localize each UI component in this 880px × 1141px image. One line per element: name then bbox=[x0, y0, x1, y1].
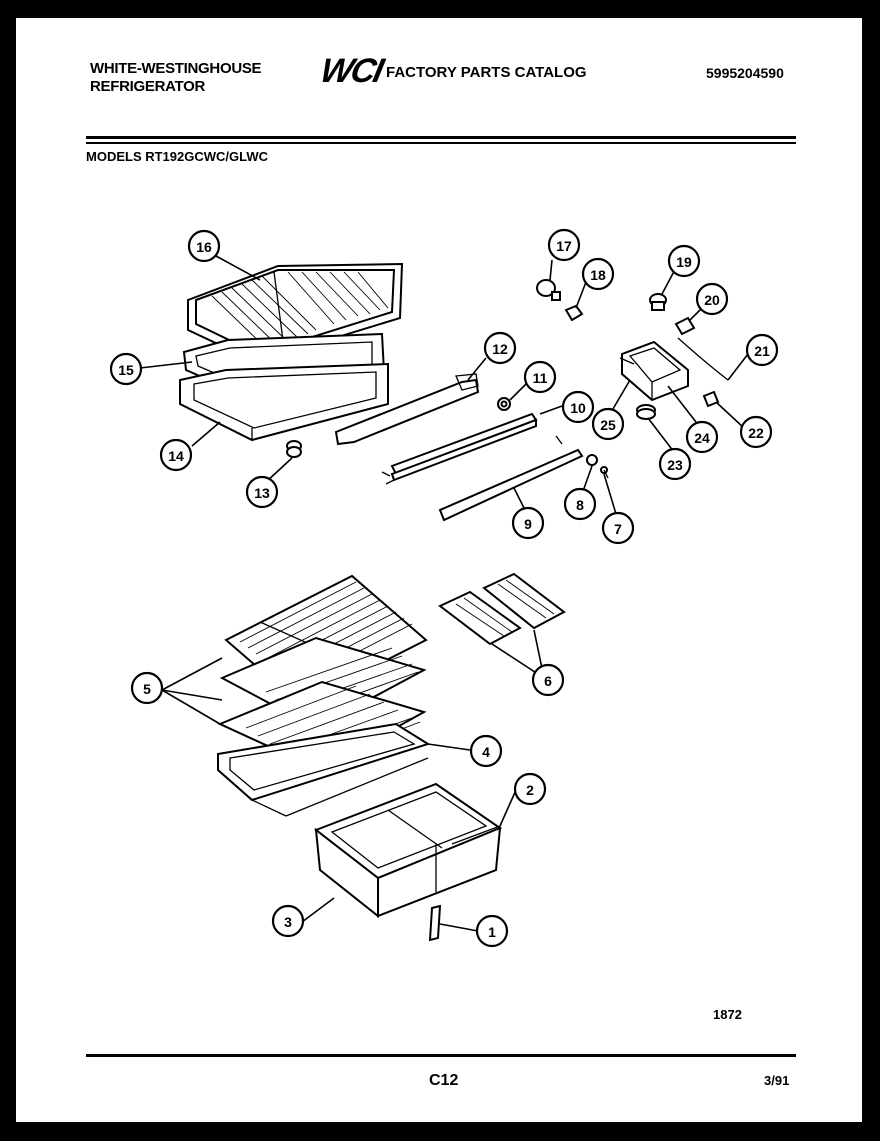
shelf-rail-9 bbox=[438, 435, 584, 522]
svg-text:18: 18 bbox=[590, 267, 606, 283]
svg-text:16: 16 bbox=[196, 239, 212, 255]
crisper-cover-frame-4 bbox=[217, 722, 431, 817]
catalog-title: FACTORY PARTS CATALOG bbox=[386, 64, 587, 81]
callout-8: 8 bbox=[563, 487, 597, 521]
knob-11 bbox=[497, 397, 511, 411]
svg-text:6: 6 bbox=[544, 673, 552, 689]
callout-23: 23 bbox=[658, 447, 692, 481]
svg-text:9: 9 bbox=[524, 516, 532, 532]
switch-20 bbox=[674, 316, 696, 336]
svg-text:19: 19 bbox=[676, 254, 692, 270]
callout-18: 18 bbox=[581, 257, 615, 291]
lamp-17 bbox=[536, 279, 561, 301]
callout-3: 3 bbox=[271, 904, 305, 938]
callout-22: 22 bbox=[739, 415, 773, 449]
callout-9: 9 bbox=[511, 506, 545, 540]
freezer-shelf-16 bbox=[187, 262, 404, 364]
callout-17: 17 bbox=[547, 228, 581, 262]
bracket-25 bbox=[619, 357, 635, 365]
exploded-parts-diagram: 16 15 14 13 12 11 10 9 8 7 17 18 19 20 2… bbox=[109, 228, 779, 948]
clip-22 bbox=[702, 390, 720, 408]
revision-date: 3/91 bbox=[764, 1073, 790, 1088]
knob-23 bbox=[636, 404, 656, 420]
control-knob-19 bbox=[649, 293, 667, 311]
ice-tray-6-right bbox=[482, 572, 566, 630]
callout-15: 15 bbox=[109, 352, 143, 386]
svg-text:12: 12 bbox=[492, 341, 508, 357]
svg-text:15: 15 bbox=[118, 362, 134, 378]
footer-rule bbox=[86, 1054, 796, 1057]
header-rule-bottom bbox=[86, 142, 796, 144]
leader-lines bbox=[139, 255, 749, 932]
svg-text:2: 2 bbox=[526, 782, 534, 798]
svg-text:13: 13 bbox=[254, 485, 270, 501]
svg-text:8: 8 bbox=[576, 497, 584, 513]
appliance-type: REFRIGERATOR bbox=[90, 78, 206, 95]
screw-7 bbox=[600, 466, 609, 479]
lamp-socket-18 bbox=[564, 304, 584, 322]
bumper-13 bbox=[286, 440, 302, 458]
svg-text:1: 1 bbox=[488, 924, 496, 940]
catalog-number: 5995204590 bbox=[706, 65, 784, 81]
callout-10: 10 bbox=[561, 390, 595, 424]
svg-text:10: 10 bbox=[570, 400, 586, 416]
callout-1: 1 bbox=[475, 914, 509, 948]
callout-6: 6 bbox=[531, 663, 565, 697]
callout-16: 16 bbox=[187, 229, 221, 263]
svg-text:20: 20 bbox=[704, 292, 720, 308]
wire-21 bbox=[677, 337, 729, 381]
callout-24: 24 bbox=[685, 420, 719, 454]
shelf-rail-10 bbox=[381, 412, 538, 485]
models-label: MODELS RT192GCWC/GLWC bbox=[86, 149, 269, 164]
svg-text:3: 3 bbox=[284, 914, 292, 930]
callout-2: 2 bbox=[513, 772, 547, 806]
glide-1 bbox=[428, 904, 442, 942]
svg-text:11: 11 bbox=[533, 370, 548, 386]
page-code: C12 bbox=[429, 1072, 459, 1089]
callout-5: 5 bbox=[130, 671, 164, 705]
callout-19: 19 bbox=[667, 244, 701, 278]
nut-8 bbox=[586, 454, 598, 466]
callout-25: 25 bbox=[591, 407, 625, 441]
shelf-bracket-12 bbox=[334, 373, 480, 446]
crisper-divider-2 bbox=[451, 825, 501, 845]
svg-text:5: 5 bbox=[143, 681, 151, 697]
svg-text:21: 21 bbox=[754, 343, 770, 359]
parts-catalog-page: WHITE-WESTINGHOUSE REFRIGERATOR WCI FACT… bbox=[16, 18, 862, 1122]
callout-14: 14 bbox=[159, 438, 193, 472]
shelf-frame-14 bbox=[179, 362, 389, 442]
svg-text:14: 14 bbox=[168, 448, 184, 464]
callout-12: 12 bbox=[483, 331, 517, 365]
svg-text:22: 22 bbox=[748, 425, 764, 441]
svg-text:4: 4 bbox=[482, 744, 490, 760]
svg-text:7: 7 bbox=[614, 521, 622, 537]
svg-text:24: 24 bbox=[694, 430, 710, 446]
callout-13: 13 bbox=[245, 475, 279, 509]
drawing-number: 1872 bbox=[713, 1007, 742, 1022]
svg-text:25: 25 bbox=[600, 417, 616, 433]
crisper-pan-3 bbox=[313, 782, 503, 919]
callout-7: 7 bbox=[601, 511, 635, 545]
brand-name: WHITE-WESTINGHOUSE bbox=[90, 60, 262, 77]
callout-4: 4 bbox=[469, 734, 503, 768]
control-housing-24 bbox=[621, 340, 689, 402]
svg-text:23: 23 bbox=[667, 457, 683, 473]
callout-11: 11 bbox=[523, 360, 557, 394]
callout-21: 21 bbox=[745, 333, 779, 367]
svg-text:17: 17 bbox=[556, 238, 572, 254]
header-rule-top bbox=[86, 136, 796, 139]
ice-tray-6-left bbox=[438, 590, 522, 646]
callout-20: 20 bbox=[695, 282, 729, 316]
